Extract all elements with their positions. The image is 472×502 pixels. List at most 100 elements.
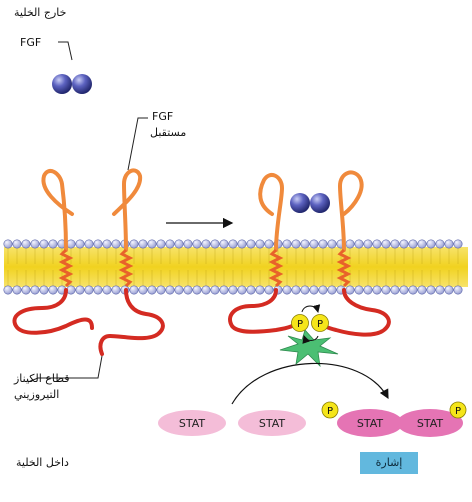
lipid-head [264, 239, 274, 249]
lipid-head [354, 239, 364, 249]
lipid-head [156, 239, 166, 249]
kinase-activation-star [279, 329, 339, 368]
lipid-head [453, 239, 463, 249]
lipid-head [417, 285, 427, 295]
receptor-transmembrane-right [118, 248, 134, 288]
lipid-head [66, 239, 76, 249]
lipid-head [444, 285, 454, 295]
lipid-head [345, 239, 355, 249]
receptor-active-transmembrane-left [268, 248, 284, 288]
lipid-head [102, 285, 112, 295]
lipid-head [201, 239, 211, 249]
lipid-head [381, 285, 391, 295]
lipid-head [192, 239, 202, 249]
lipid-head [255, 285, 265, 295]
receptor-phosphates: P P [291, 314, 329, 332]
lipid-head [147, 239, 157, 249]
phosphate-label: P [327, 406, 333, 417]
lipid-head [237, 285, 247, 295]
receptor-active-transmembrane-right [336, 248, 352, 288]
label-receptor-line2: مستقبل [150, 126, 187, 139]
phosphate-circle [311, 314, 329, 332]
label-inside-cell: داخل الخلية [16, 456, 69, 469]
fgf-receptor-active [228, 170, 391, 337]
lipid-head [12, 285, 22, 295]
label-kinase-line1: قطاع الكيناز [14, 372, 70, 385]
lipid-head [111, 239, 121, 249]
lipid-head [138, 239, 148, 249]
lipid-head [93, 239, 103, 249]
phosphate-circle [321, 401, 339, 419]
receptor-active-intracellular-left [228, 288, 302, 334]
lipid-head [408, 239, 418, 249]
lipid-head [3, 239, 13, 249]
lipid-head [75, 239, 85, 249]
fgf-ligand-free [52, 74, 92, 94]
lipid-head [291, 239, 301, 249]
lipid-head [165, 239, 175, 249]
lipid-head [354, 285, 364, 295]
lipid-head [192, 285, 202, 295]
receptor-transmembrane-left [58, 248, 74, 288]
receptor-extracellular-left [41, 168, 74, 252]
lipid-head [12, 239, 22, 249]
lipid-head [174, 239, 184, 249]
label-kinase-line2: التيروزيني [14, 388, 60, 401]
stat-label: STAT [259, 417, 286, 430]
lipid-head [381, 239, 391, 249]
lipid-head [435, 239, 445, 249]
phosphate-label: P [317, 319, 323, 330]
stat-label: STAT [417, 417, 444, 430]
lipid-head [75, 285, 85, 295]
lipid-head [282, 239, 292, 249]
lipid-head [48, 239, 58, 249]
signal-box: إشارة [360, 452, 418, 474]
lipid-head [165, 285, 175, 295]
lipid-head [399, 239, 409, 249]
lipid-head [129, 239, 139, 249]
lipid-head [327, 285, 337, 295]
lipid-head [39, 239, 49, 249]
phosphate-circle [449, 401, 467, 419]
lipid-head [309, 239, 319, 249]
lipid-head [129, 285, 139, 295]
stat-label: STAT [179, 417, 206, 430]
lipid-head [228, 239, 238, 249]
lipid-head [30, 285, 40, 295]
lipid-head [318, 239, 328, 249]
lipid-head [102, 239, 112, 249]
lipid-head [426, 239, 436, 249]
phosphate-label: P [455, 406, 461, 417]
leader-lines [27, 41, 148, 383]
lipid-head [390, 285, 400, 295]
receptor-extracellular-right [112, 168, 143, 252]
lipid-head [300, 285, 310, 295]
lipid-head [39, 285, 49, 295]
curved-arrow-icon [301, 304, 321, 344]
lipid-head [309, 285, 319, 295]
cell-membrane [3, 239, 468, 295]
lipid-head [291, 285, 301, 295]
lipid-heads-bottom [3, 285, 463, 295]
lipid-head [183, 239, 193, 249]
lipid-head [255, 239, 265, 249]
receptor-intracellular-left [12, 288, 94, 335]
lipid-head [327, 239, 337, 249]
lipid-head [435, 285, 445, 295]
lipid-head [300, 239, 310, 249]
lipid-head [372, 285, 382, 295]
lipid-head [111, 285, 121, 295]
phosphate-label: P [297, 319, 303, 330]
lipid-head [21, 239, 31, 249]
lipid-head [21, 285, 31, 295]
lipid-head [201, 285, 211, 295]
lipid-head [363, 285, 373, 295]
label-outside-cell: خارج الخلية [14, 6, 67, 19]
lipid-head [246, 239, 256, 249]
lipid-head [318, 285, 328, 295]
lipid-head [237, 239, 247, 249]
stat-inactive-1: STAT [158, 410, 226, 436]
lipid-head [3, 285, 13, 295]
lipid-head [399, 285, 409, 295]
lipid-head [174, 285, 184, 295]
